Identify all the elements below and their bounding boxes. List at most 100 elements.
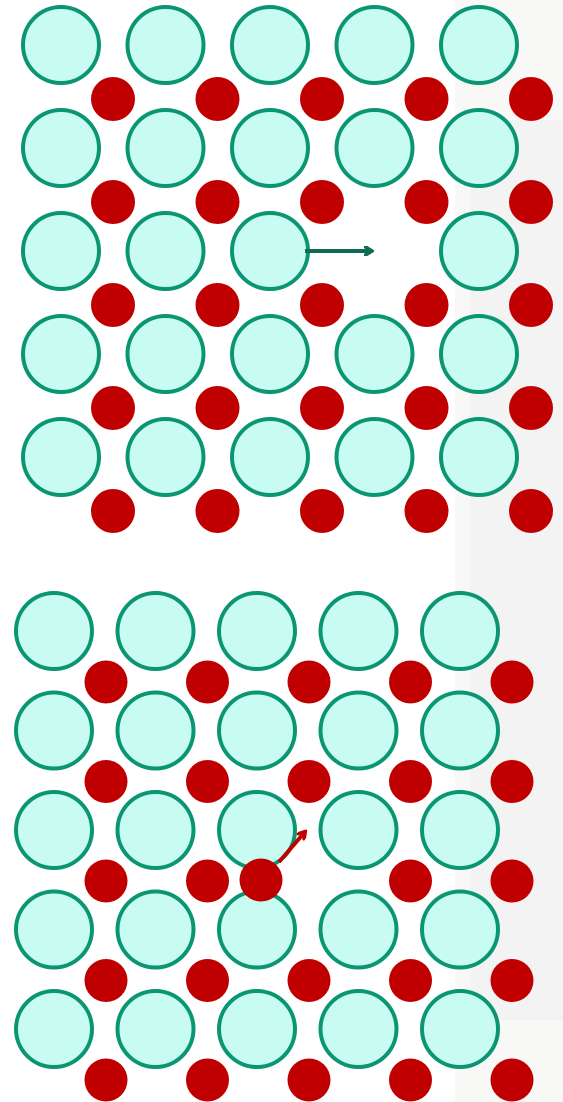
- large-ion: [441, 419, 517, 495]
- small-ion: [509, 489, 553, 533]
- large-ion: [441, 110, 517, 186]
- small-ion: [196, 77, 240, 121]
- small-ion: [389, 1059, 432, 1102]
- small-ion: [85, 860, 128, 903]
- small-ion: [85, 760, 128, 803]
- large-ion: [23, 316, 99, 392]
- small-ion: [186, 760, 229, 803]
- small-ion: [186, 860, 229, 903]
- small-ion: [91, 77, 135, 121]
- large-ion: [16, 693, 92, 769]
- large-ion: [422, 991, 498, 1067]
- small-ion: [196, 283, 240, 327]
- small-ion: [196, 386, 240, 430]
- large-ion: [118, 892, 194, 968]
- large-ion: [337, 110, 413, 186]
- large-ion: [321, 991, 397, 1067]
- large-ion: [232, 419, 308, 495]
- large-ion: [16, 792, 92, 868]
- large-ion: [16, 892, 92, 968]
- small-ion: [186, 661, 229, 704]
- large-ion: [16, 593, 92, 669]
- large-ion: [337, 419, 413, 495]
- interstitial-ion: [240, 859, 283, 902]
- large-ion: [16, 991, 92, 1067]
- large-ion: [321, 792, 397, 868]
- small-ion: [389, 661, 432, 704]
- large-ion: [441, 213, 517, 289]
- large-ion: [219, 693, 295, 769]
- small-ion: [405, 283, 449, 327]
- small-ion: [389, 860, 432, 903]
- small-ion: [288, 1059, 331, 1102]
- large-ion: [23, 110, 99, 186]
- small-ion: [509, 386, 553, 430]
- small-ion: [491, 959, 534, 1002]
- small-ion: [300, 283, 344, 327]
- large-ion: [118, 693, 194, 769]
- large-ion: [219, 991, 295, 1067]
- large-ion: [23, 7, 99, 83]
- large-ion: [232, 213, 308, 289]
- small-ion: [405, 489, 449, 533]
- small-ion: [300, 489, 344, 533]
- small-ion: [186, 1059, 229, 1102]
- large-ion: [422, 593, 498, 669]
- small-ion: [300, 77, 344, 121]
- small-ion: [491, 1059, 534, 1102]
- small-ion: [91, 489, 135, 533]
- small-ion: [509, 283, 553, 327]
- small-ion: [91, 386, 135, 430]
- small-ion: [389, 760, 432, 803]
- large-ion: [232, 7, 308, 83]
- small-ion: [509, 77, 553, 121]
- small-ion: [491, 661, 534, 704]
- small-ion: [405, 386, 449, 430]
- large-ion: [219, 892, 295, 968]
- small-ion: [288, 661, 331, 704]
- frenkel-panel: [16, 593, 534, 1102]
- large-ion: [128, 316, 204, 392]
- small-ion: [491, 760, 534, 803]
- small-ion: [389, 959, 432, 1002]
- large-ion: [118, 792, 194, 868]
- small-ion: [509, 180, 553, 224]
- large-ion: [321, 593, 397, 669]
- large-ion: [422, 693, 498, 769]
- large-ion: [118, 991, 194, 1067]
- large-ion: [232, 316, 308, 392]
- large-ion: [118, 593, 194, 669]
- large-ion: [441, 7, 517, 83]
- large-ion: [337, 7, 413, 83]
- small-ion: [196, 489, 240, 533]
- small-ion: [300, 180, 344, 224]
- small-ion: [186, 959, 229, 1002]
- large-ion: [321, 892, 397, 968]
- small-ion: [300, 386, 344, 430]
- small-ion: [196, 180, 240, 224]
- small-ion: [85, 1059, 128, 1102]
- small-ion: [85, 661, 128, 704]
- large-ion: [23, 419, 99, 495]
- large-ion: [441, 316, 517, 392]
- small-ion: [85, 959, 128, 1002]
- large-ion: [337, 316, 413, 392]
- small-ion: [288, 959, 331, 1002]
- large-ion: [128, 419, 204, 495]
- small-ion: [288, 760, 331, 803]
- large-ion: [321, 693, 397, 769]
- large-ion: [128, 213, 204, 289]
- small-ion: [91, 180, 135, 224]
- large-ion: [128, 7, 204, 83]
- large-ion: [232, 110, 308, 186]
- small-ion: [91, 283, 135, 327]
- large-ion: [219, 593, 295, 669]
- large-ion: [128, 110, 204, 186]
- large-ion: [23, 213, 99, 289]
- large-ion: [422, 892, 498, 968]
- small-ion: [405, 180, 449, 224]
- large-ion: [422, 792, 498, 868]
- small-ion: [405, 77, 449, 121]
- small-ion: [491, 860, 534, 903]
